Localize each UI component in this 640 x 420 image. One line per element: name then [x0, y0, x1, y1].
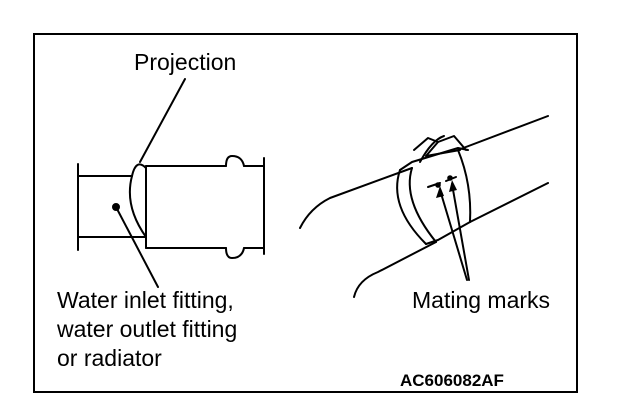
- fitting-pipe: [77, 163, 147, 251]
- fitting-label-line2: water outlet fitting: [56, 316, 237, 342]
- projection-leader: [139, 78, 186, 163]
- mating-arrow-1: [436, 186, 444, 198]
- figure-code: AC606082AF: [400, 371, 504, 390]
- hose-left: [145, 155, 265, 259]
- mating-marks-label: Mating marks: [412, 287, 550, 313]
- mating-marks: [427, 175, 457, 188]
- fitting-label-line1: Water inlet fitting,: [57, 287, 234, 313]
- hose-right: [299, 115, 549, 298]
- projection-label: Projection: [134, 49, 236, 75]
- fitting-label-line3: or radiator: [57, 345, 162, 371]
- figure-frame: [33, 33, 578, 393]
- fitting-leader: [115, 206, 159, 288]
- projection-bump: [131, 163, 147, 177]
- mating-leader-2: [451, 183, 470, 281]
- mating-arrow-2: [449, 180, 457, 192]
- mating-leader-1: [439, 189, 468, 281]
